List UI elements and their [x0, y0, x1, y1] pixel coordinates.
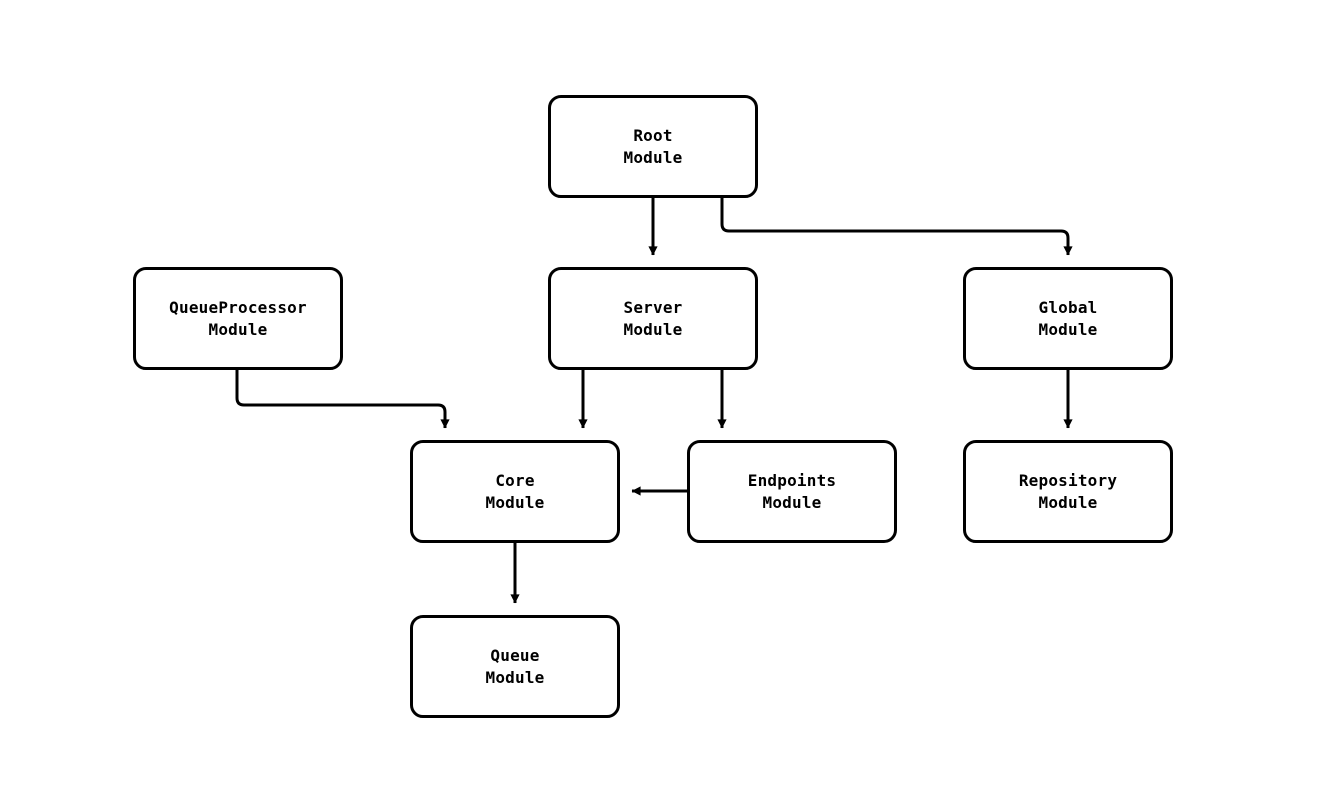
- node-root-module-line2: Module: [623, 147, 683, 167]
- edge-root-to-global: [720, 198, 1073, 256]
- node-global-module-line2: Module: [1038, 319, 1098, 339]
- node-server-module-line1: Server: [623, 297, 683, 317]
- node-queue-module-line1: Queue: [490, 645, 540, 665]
- node-root-module-line1: Root: [633, 125, 673, 145]
- node-endpoints-module-line1: Endpoints: [747, 470, 837, 490]
- node-queueprocessor-module[interactable]: QueueProcessor Module: [133, 267, 343, 370]
- node-server-module[interactable]: Server Module: [548, 267, 758, 370]
- node-repository-module[interactable]: Repository Module: [963, 440, 1173, 543]
- node-root-module[interactable]: Root Module: [548, 95, 758, 198]
- node-core-module-line2: Module: [485, 492, 545, 512]
- edge-queueprocessor-to-core: [235, 370, 450, 429]
- node-global-module-line1: Global: [1038, 297, 1098, 317]
- node-queueprocessor-module-line1: QueueProcessor: [169, 297, 307, 317]
- node-endpoints-module-line2: Module: [762, 492, 822, 512]
- node-queue-module[interactable]: Queue Module: [410, 615, 620, 718]
- node-core-module[interactable]: Core Module: [410, 440, 620, 543]
- node-endpoints-module[interactable]: Endpoints Module: [687, 440, 897, 543]
- node-core-module-line1: Core: [495, 470, 535, 490]
- node-global-module[interactable]: Global Module: [963, 267, 1173, 370]
- node-server-module-line2: Module: [623, 319, 683, 339]
- node-repository-module-line2: Module: [1038, 492, 1098, 512]
- node-queue-module-line2: Module: [485, 667, 545, 687]
- node-repository-module-line1: Repository: [1018, 470, 1118, 490]
- node-queueprocessor-module-line2: Module: [208, 319, 268, 339]
